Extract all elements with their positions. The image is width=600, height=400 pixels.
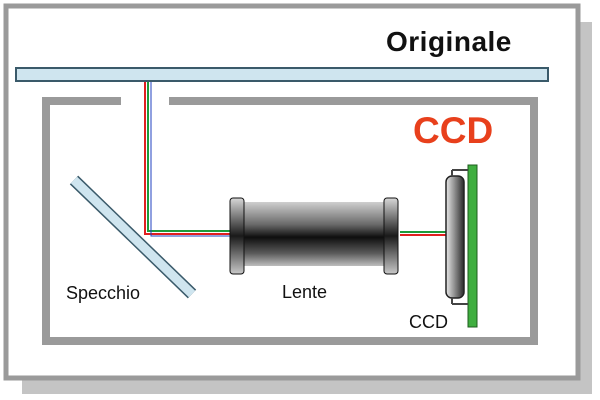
mirror-label: Specchio [66, 283, 141, 303]
original-title: Originale [386, 26, 512, 57]
lens [229, 197, 399, 275]
mirror [69, 175, 197, 299]
scanner-body-frame [42, 97, 538, 345]
lens-label: Lente [282, 282, 328, 302]
light-ray [144, 68, 446, 237]
ccd-sensor [445, 164, 478, 328]
sensor-label: CCD [409, 312, 448, 332]
original-glass-plate [15, 67, 549, 82]
ccd-title: CCD [413, 110, 494, 151]
